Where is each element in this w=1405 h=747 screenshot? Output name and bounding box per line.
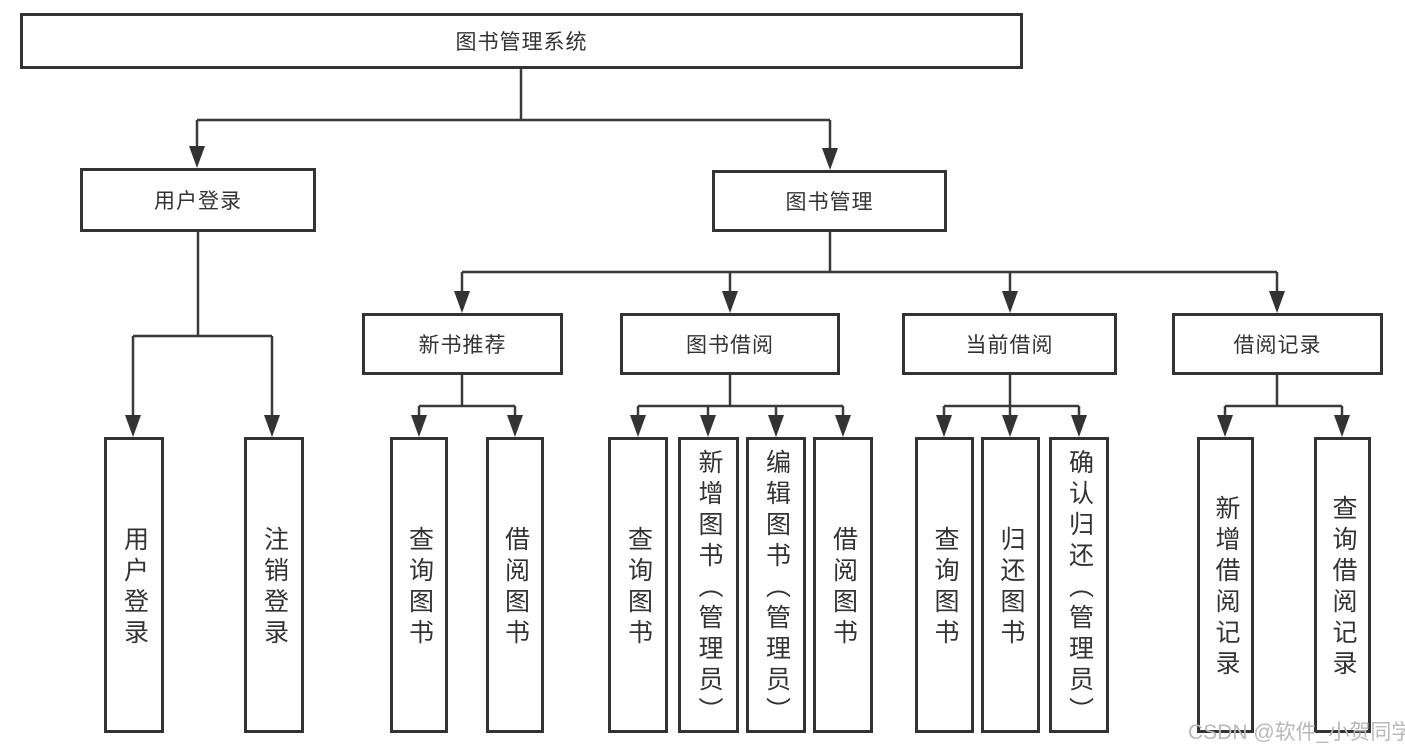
- node-book-borrowing: 图书借阅: [620, 313, 840, 375]
- leaf-borrow-books-1: 借阅图书: [486, 437, 544, 733]
- leaf-query-books-1: 查询图书: [390, 437, 448, 733]
- node-current-borrowing: 当前借阅: [902, 313, 1117, 375]
- leaf-user-login: 用户登录: [104, 437, 164, 733]
- leaf-borrow-books-2: 借阅图书: [813, 437, 873, 733]
- leaf-add-borrow-record: 新增借阅记录: [1197, 437, 1254, 733]
- node-borrowing-records: 借阅记录: [1172, 313, 1383, 375]
- leaf-query-borrow-record: 查询借阅记录: [1314, 437, 1371, 733]
- leaf-return-books: 归还图书: [981, 437, 1040, 733]
- connector-user-login-children: [131, 232, 274, 420]
- csdn-watermark: CSDN @软件_小贺同学: [1188, 721, 1405, 744]
- arrowheads: [125, 146, 1350, 437]
- node-user-login: 用户登录: [80, 168, 316, 232]
- connector-root-to-level2: [195, 69, 832, 152]
- node-book-management: 图书管理: [712, 170, 947, 232]
- leaf-logout: 注销登录: [244, 437, 304, 733]
- node-new-book-recommend: 新书推荐: [362, 313, 563, 375]
- connector-new-book-children: [417, 375, 517, 420]
- connector-borrow-record-children: [1223, 375, 1344, 420]
- leaf-query-books-2: 查询图书: [608, 437, 668, 733]
- connector-current-borrow-children: [942, 375, 1081, 420]
- leaf-add-books-admin: 新增图书（管理员）: [678, 437, 739, 733]
- node-library-management-system: 图书管理系统: [20, 13, 1023, 69]
- leaf-edit-books-admin: 编辑图书（管理员）: [746, 437, 806, 733]
- leaf-query-books-3: 查询图书: [915, 437, 974, 733]
- connector-book-borrow-children: [636, 375, 845, 420]
- connector-book-mgmt-children: [460, 232, 1279, 296]
- leaf-confirm-return-admin: 确认归还（管理员）: [1049, 437, 1109, 733]
